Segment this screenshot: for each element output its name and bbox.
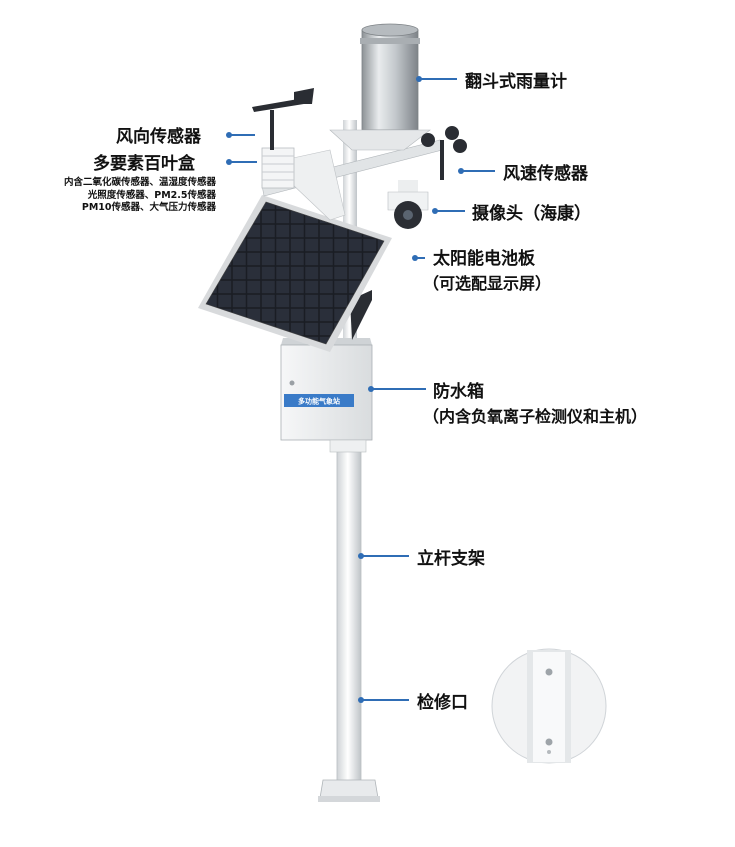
- label-louver-box: 多要素百叶盒: [93, 154, 195, 174]
- louver-detail-line-1: 内含二氧化碳传感器、温湿度传感器: [63, 177, 216, 188]
- louver-box: [261, 147, 295, 189]
- line-pole: [361, 555, 409, 557]
- wind-vane: [252, 88, 314, 150]
- line-access-port: [361, 699, 409, 701]
- label-waterproof-box-2: （内含负氧离子检测仪和主机）: [423, 407, 648, 426]
- solar-panel: [198, 195, 392, 352]
- label-solar-panel-2: （可选配显示屏）: [423, 274, 552, 293]
- pole-body: [336, 419, 362, 786]
- label-louver-detail: 内含二氧化碳传感器、温湿度传感器 光照度传感器、PM2.5传感器 PM10传感器…: [64, 177, 216, 215]
- box-plate-text: 多功能气象站: [298, 397, 340, 406]
- label-wind-speed: 风速传感器: [503, 164, 588, 184]
- pole-base: [319, 779, 379, 799]
- line-wind-direction: [229, 134, 255, 136]
- rain-gauge: [329, 23, 431, 151]
- label-camera: 摄像头（海康）: [472, 204, 591, 224]
- louver-detail-line-2: 光照度传感器、PM2.5传感器: [87, 189, 216, 201]
- label-pole: 立杆支架: [417, 549, 485, 569]
- label-solar-panel-1: 太阳能电池板: [433, 249, 535, 269]
- access-port-detail: [491, 648, 607, 764]
- label-rain-gauge: 翻斗式雨量计: [465, 72, 567, 92]
- label-wind-direction: 风向传感器: [116, 127, 201, 147]
- waterproof-box: [280, 338, 373, 441]
- line-solar-panel: [415, 257, 425, 259]
- line-waterproof-box: [371, 388, 426, 390]
- line-wind-speed: [461, 170, 495, 172]
- anemometer: [421, 126, 467, 180]
- louver-detail-line-3: PM10传感器、大气压力传感器: [81, 202, 216, 213]
- label-waterproof-box-1: 防水箱: [433, 382, 484, 402]
- label-access-port: 检修口: [417, 693, 468, 713]
- line-camera: [435, 210, 465, 212]
- line-rain-gauge: [419, 78, 457, 80]
- line-louver-box: [229, 161, 257, 163]
- camera-dome: [387, 180, 429, 229]
